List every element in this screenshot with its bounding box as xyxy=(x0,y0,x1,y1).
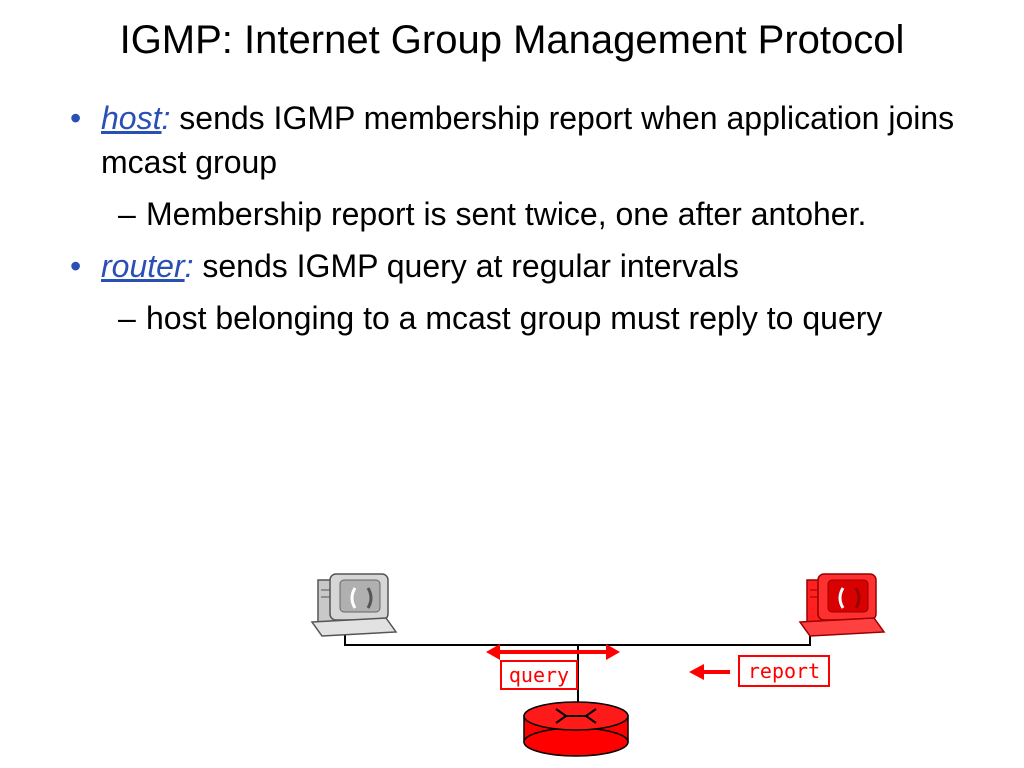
keyword-host-colon: : xyxy=(161,100,171,136)
query-label: query xyxy=(509,663,569,687)
bullet-host-text: sends IGMP membership report when applic… xyxy=(101,100,955,180)
bullet-list: • host: sends IGMP membership report whe… xyxy=(70,96,970,348)
host-computer-gray-icon xyxy=(310,573,398,637)
keyword-router: router xyxy=(101,248,185,284)
subbullet-host: – Membership report is sent twice, one a… xyxy=(118,192,970,236)
bullet-router-text: sends IGMP query at regular intervals xyxy=(202,248,739,284)
router-icon xyxy=(523,701,629,757)
bullet-dot-icon: • xyxy=(70,248,82,284)
report-arrow-icon xyxy=(689,664,730,680)
query-label-box xyxy=(500,660,578,690)
dash-icon: – xyxy=(118,300,136,336)
keyword-host: host xyxy=(101,100,162,136)
bullet-router: • router: sends IGMP query at regular in… xyxy=(70,244,970,288)
query-arrow-icon xyxy=(486,644,620,660)
report-label-box xyxy=(738,655,830,687)
bullet-dot-icon: • xyxy=(70,100,82,136)
keyword-router-colon: : xyxy=(184,248,194,284)
lan-segment xyxy=(344,623,811,646)
dash-icon: – xyxy=(118,196,136,232)
page-title: IGMP: Internet Group Management Protocol xyxy=(119,18,905,62)
report-label: report xyxy=(748,659,820,683)
bullet-host: • host: sends IGMP membership report whe… xyxy=(70,96,970,184)
subbullet-host-text: Membership report is sent twice, one aft… xyxy=(146,196,867,232)
subbullet-router: – host belonging to a mcast group must r… xyxy=(118,296,970,340)
host-computer-red-icon xyxy=(798,573,886,637)
subbullet-router-text: host belonging to a mcast group must rep… xyxy=(146,300,883,336)
